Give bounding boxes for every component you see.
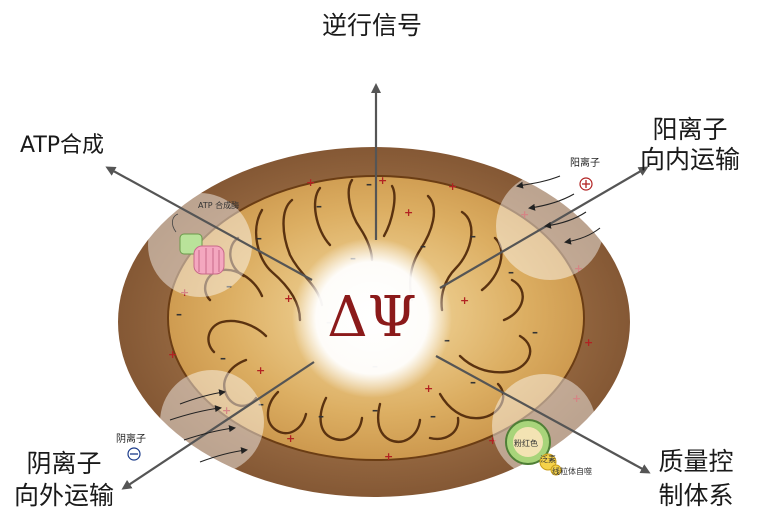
svg-text:+: +	[168, 348, 177, 361]
arrow-bottom-left	[121, 361, 315, 490]
svg-text:–: –	[470, 375, 476, 389]
svg-text:–: –	[420, 239, 426, 253]
label-anion-line2: 向外运输	[14, 481, 114, 510]
positive-charges: + + + + + + + + + + + + + + + + + +	[168, 174, 593, 463]
svg-text:+: +	[448, 180, 457, 193]
quality-control-icon	[505, 419, 562, 476]
label-cation-line2: 向内运输	[640, 145, 740, 174]
svg-text:+: +	[306, 176, 315, 189]
cation-arrows	[516, 175, 601, 245]
anion-arrows	[169, 389, 248, 463]
label-quality-line2: 制体系	[658, 481, 733, 510]
center-glow	[292, 238, 452, 398]
cristae	[203, 178, 532, 443]
svg-text:–: –	[372, 403, 378, 417]
label-anion-line1: 阴离子	[26, 449, 101, 478]
svg-text:+: +	[256, 364, 265, 377]
complex-a-label: 泛素	[540, 454, 556, 464]
anion-label: 阴离子	[116, 432, 146, 445]
svg-text:+: +	[384, 450, 393, 463]
svg-text:+: +	[404, 206, 413, 219]
cation-plus-icon	[579, 177, 593, 191]
svg-text:+: +	[574, 262, 583, 275]
svg-text:–: –	[508, 265, 514, 279]
svg-text:–: –	[256, 231, 262, 245]
label-atp-synthesis: ATP合成	[20, 133, 104, 158]
svg-text:–: –	[226, 279, 232, 293]
svg-text:+: +	[424, 382, 433, 395]
svg-text:–: –	[176, 307, 182, 321]
svg-text:+: +	[584, 336, 593, 349]
atp-synthase-label: ATP 合成酶	[198, 200, 239, 210]
svg-text:–: –	[430, 409, 436, 423]
svg-text:+: +	[180, 286, 189, 299]
svg-text:+: +	[378, 174, 387, 187]
svg-text:+: +	[460, 294, 469, 307]
svg-text:–: –	[318, 409, 324, 423]
svg-text:+: +	[572, 392, 581, 405]
delta-psi-symbol: ΔΨ	[327, 285, 417, 350]
cation-label: 阳离子	[570, 156, 600, 169]
anion-highlight	[160, 370, 264, 474]
svg-text:+: +	[520, 208, 529, 221]
arrow-top-left	[105, 166, 313, 281]
arrows	[105, 83, 651, 490]
label-retrograde-signal: 逆行信号	[322, 11, 422, 40]
svg-text:+: +	[488, 434, 497, 447]
svg-text:–: –	[220, 351, 226, 365]
svg-text:–: –	[366, 177, 372, 191]
atp-synthase-icon	[172, 213, 225, 275]
svg-text:+: +	[222, 404, 231, 417]
pink-body-label: 粉红色	[514, 438, 538, 448]
label-cation-line1: 阳离子	[652, 115, 727, 144]
complex-b-label: 线粒体自噬	[552, 466, 592, 476]
svg-text:–: –	[470, 229, 476, 243]
arrow-bottom-right	[435, 355, 651, 474]
svg-text:–: –	[258, 397, 264, 411]
cation-highlight	[496, 172, 604, 280]
svg-text:+: +	[286, 432, 295, 445]
svg-text:–: –	[532, 325, 538, 339]
label-quality-line1: 质量控	[658, 447, 733, 476]
svg-text:–: –	[316, 199, 322, 213]
anion-minus-icon	[127, 447, 141, 461]
svg-text:+: +	[284, 292, 293, 305]
arrow-top-right	[439, 166, 649, 289]
